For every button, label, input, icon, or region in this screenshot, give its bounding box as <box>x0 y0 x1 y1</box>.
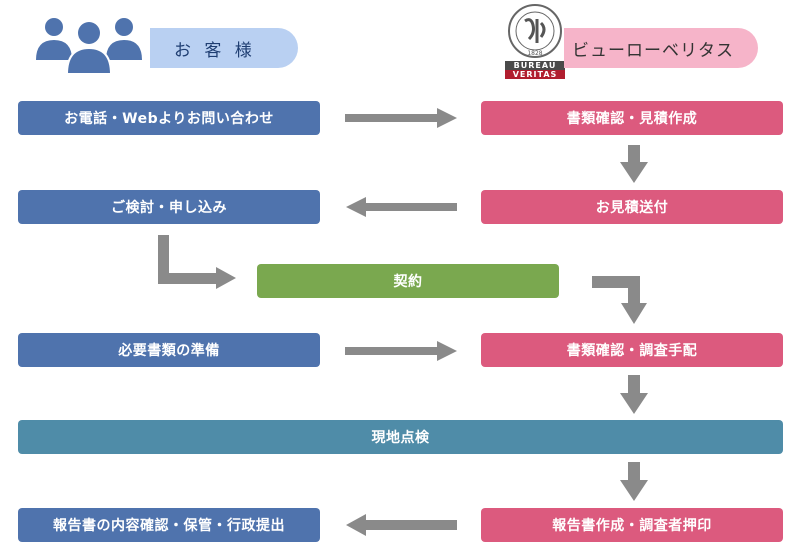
arrow-elbow-from-contract <box>592 276 647 324</box>
customer-header-label: お 客 様 <box>150 28 298 68</box>
contract-step: 契約 <box>257 264 559 298</box>
customer-step-report-review: 報告書の内容確認・保管・行政提出 <box>18 508 320 542</box>
arrow-down-to-quote <box>620 145 648 183</box>
customer-step-inquiry: お電話・Webよりお問い合わせ <box>18 101 320 135</box>
bv-step-send-quote: お見積送付 <box>481 190 783 224</box>
bv-step-report-creation: 報告書作成・調査者押印 <box>481 508 783 542</box>
svg-text:1828: 1828 <box>527 50 542 57</box>
arrow-right-documents <box>345 341 457 361</box>
bv-step-document-check-arrange: 書類確認・調査手配 <box>481 333 783 367</box>
customer-step-prepare-documents: 必要書類の準備 <box>18 333 320 367</box>
arrow-left-report <box>346 514 457 536</box>
arrow-down-to-inspection <box>620 375 648 414</box>
bv-header-label: ビューローベリタス <box>564 28 758 68</box>
arrow-down-to-report <box>620 462 648 501</box>
logo-text-veritas: VERITAS <box>505 70 565 79</box>
customer-people-icon <box>36 18 142 74</box>
site-inspection-step: 現地点検 <box>18 420 783 454</box>
bureau-veritas-logo: 1828 BUREAU VERITAS <box>505 3 565 79</box>
arrow-left-quote <box>346 197 457 217</box>
arrow-right-inquiry <box>345 108 457 128</box>
customer-step-review-apply: ご検討・申し込み <box>18 190 320 224</box>
logo-text-bureau: BUREAU <box>505 61 565 70</box>
bv-step-document-check-quote: 書類確認・見積作成 <box>481 101 783 135</box>
arrow-elbow-to-contract <box>158 235 236 289</box>
veritas-seal-icon: 1828 <box>508 4 562 58</box>
